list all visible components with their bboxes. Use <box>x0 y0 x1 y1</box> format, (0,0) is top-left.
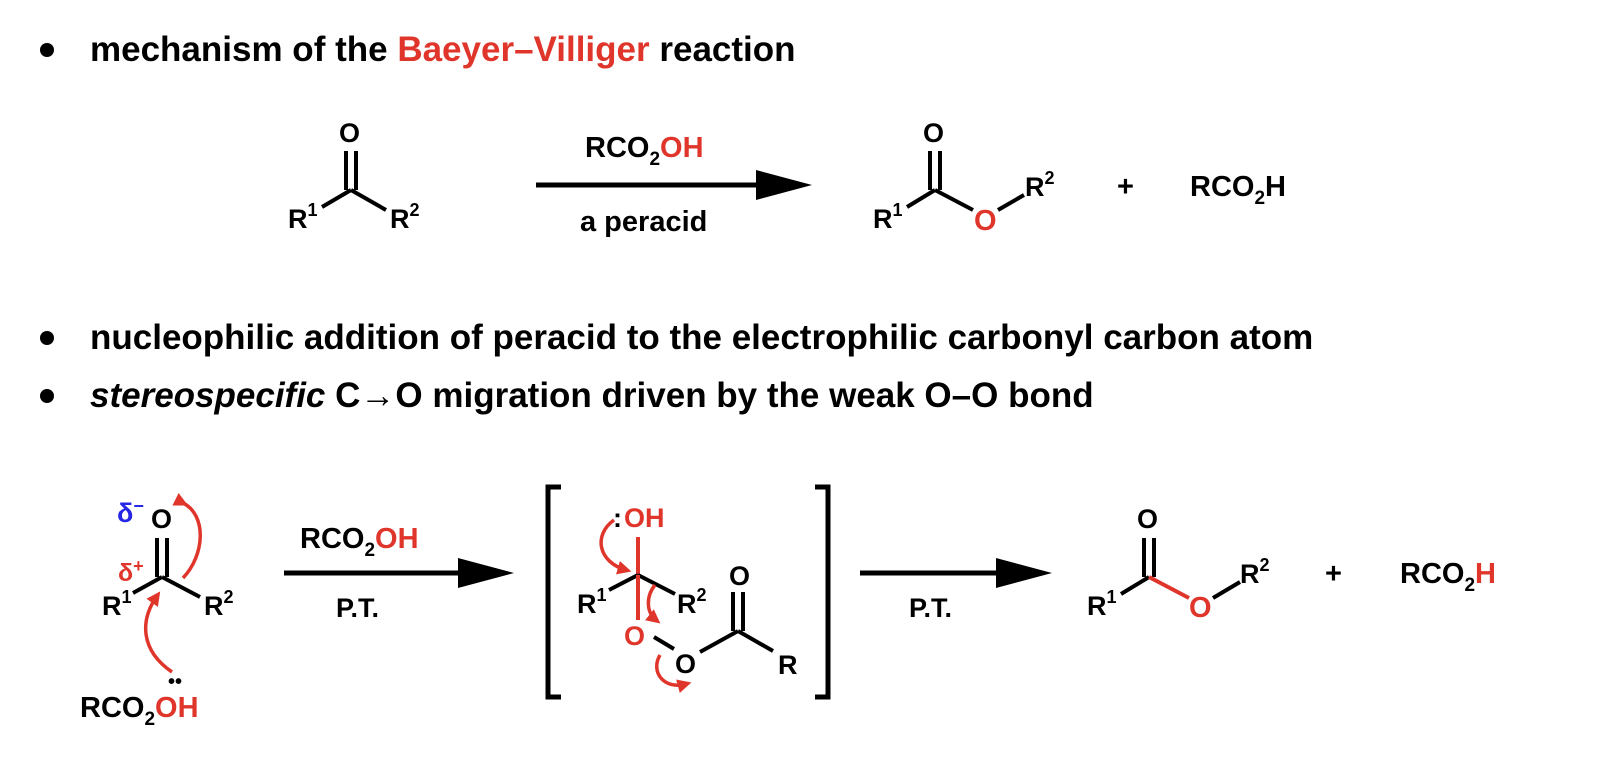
ester-structure: O R1 O R2 <box>873 118 1055 237</box>
ketone-r1: R1 <box>288 200 318 234</box>
stereospecific-italic: stereospecific <box>90 376 326 415</box>
ester-carbonyl-oxygen: O <box>923 118 944 148</box>
bullet-3-text: stereospecific C→O migration driven by t… <box>90 376 1094 415</box>
polarized-ketone: δ− O δ+ R1 R2 •• RCO2OH <box>80 492 234 730</box>
delta-plus-label: δ+ <box>118 556 144 587</box>
byproduct-acid-2: RCO2H <box>1400 558 1496 596</box>
baeyer-villiger-highlight: Baeyer–Villiger <box>397 30 650 69</box>
ketone-oxygen: O <box>339 118 360 148</box>
curved-arrow-migration-icon <box>645 583 661 624</box>
reagent-peracid-label-2: RCO2OH <box>300 523 419 561</box>
ester-oxygen-acyl: O <box>729 561 750 591</box>
proton-transfer-label-2: P.T. <box>909 593 952 623</box>
product-carbonyl-oxygen: O <box>1137 504 1158 534</box>
bullet-2-text: nucleophilic addition of peracid to the … <box>90 318 1314 357</box>
reaction-arrow-1: RCO2OH a peracid <box>536 132 812 238</box>
intermediate-r2: R2 <box>677 585 707 619</box>
reagent-peracid-label: RCO2OH <box>585 132 704 170</box>
bullet-dot-icon <box>40 389 54 403</box>
curved-arrow-hydroxyl-icon <box>599 518 632 575</box>
bullet-3: stereospecific C→O migration driven by t… <box>40 376 1094 416</box>
ketone-structure: O R1 R2 <box>288 118 420 234</box>
curved-arrow-nucleophilic-attack-icon <box>143 591 173 674</box>
reaction-arrow-3: P.T. <box>860 558 1052 623</box>
curved-arrow-oo-cleavage-icon <box>654 654 692 693</box>
ketone-r2: R2 <box>390 200 420 234</box>
left-bracket-icon <box>545 484 561 700</box>
plus-sign-1: + <box>1117 171 1134 203</box>
curved-arrow-pi-to-o-icon <box>172 492 202 580</box>
criegee-intermediate: : OH R1 R2 O O O R <box>545 484 831 700</box>
ester-r2: R2 <box>1025 168 1055 202</box>
mech-r1: R1 <box>102 587 132 621</box>
product-r2: R2 <box>1240 555 1270 589</box>
peroxide-oxygen-1: O <box>624 621 645 651</box>
acyl-r-group: R <box>778 650 798 680</box>
right-bracket-icon <box>815 484 831 700</box>
bullet-1-text: mechanism of the Baeyer–Villiger reactio… <box>90 30 796 69</box>
intermediate-r1: R1 <box>577 585 607 619</box>
byproduct-acid-1: RCO2H <box>1190 171 1286 209</box>
intermediate-hydroxyl: OH <box>624 503 665 533</box>
bullet-1: mechanism of the Baeyer–Villiger reactio… <box>40 30 796 70</box>
product-r1: R1 <box>1087 587 1117 621</box>
delta-minus-label: δ− <box>117 496 144 528</box>
product-ester: O R1 O R2 <box>1087 504 1270 624</box>
a-peracid-label: a peracid <box>580 206 707 238</box>
hydroxyl-lone-pair: : <box>613 503 622 533</box>
peroxide-oxygen-2: O <box>675 649 696 679</box>
plus-sign-2: + <box>1325 558 1342 590</box>
ester-r1: R1 <box>873 200 903 234</box>
reaction-arrow-2: RCO2OH P.T. <box>284 523 514 623</box>
bullet-2: nucleophilic addition of peracid to the … <box>40 318 1313 358</box>
bullet-dot-icon <box>40 43 54 57</box>
product-ether-oxygen: O <box>1189 592 1212 624</box>
bullet-dot-icon <box>40 331 54 345</box>
ester-ether-oxygen: O <box>974 205 997 237</box>
mech-r2: R2 <box>204 587 234 621</box>
mech-carbonyl-oxygen: O <box>151 504 172 534</box>
nucleophile-peracid: RCO2OH <box>80 692 199 730</box>
lone-pair-dots: •• <box>168 671 182 693</box>
proton-transfer-label-1: P.T. <box>336 593 379 623</box>
